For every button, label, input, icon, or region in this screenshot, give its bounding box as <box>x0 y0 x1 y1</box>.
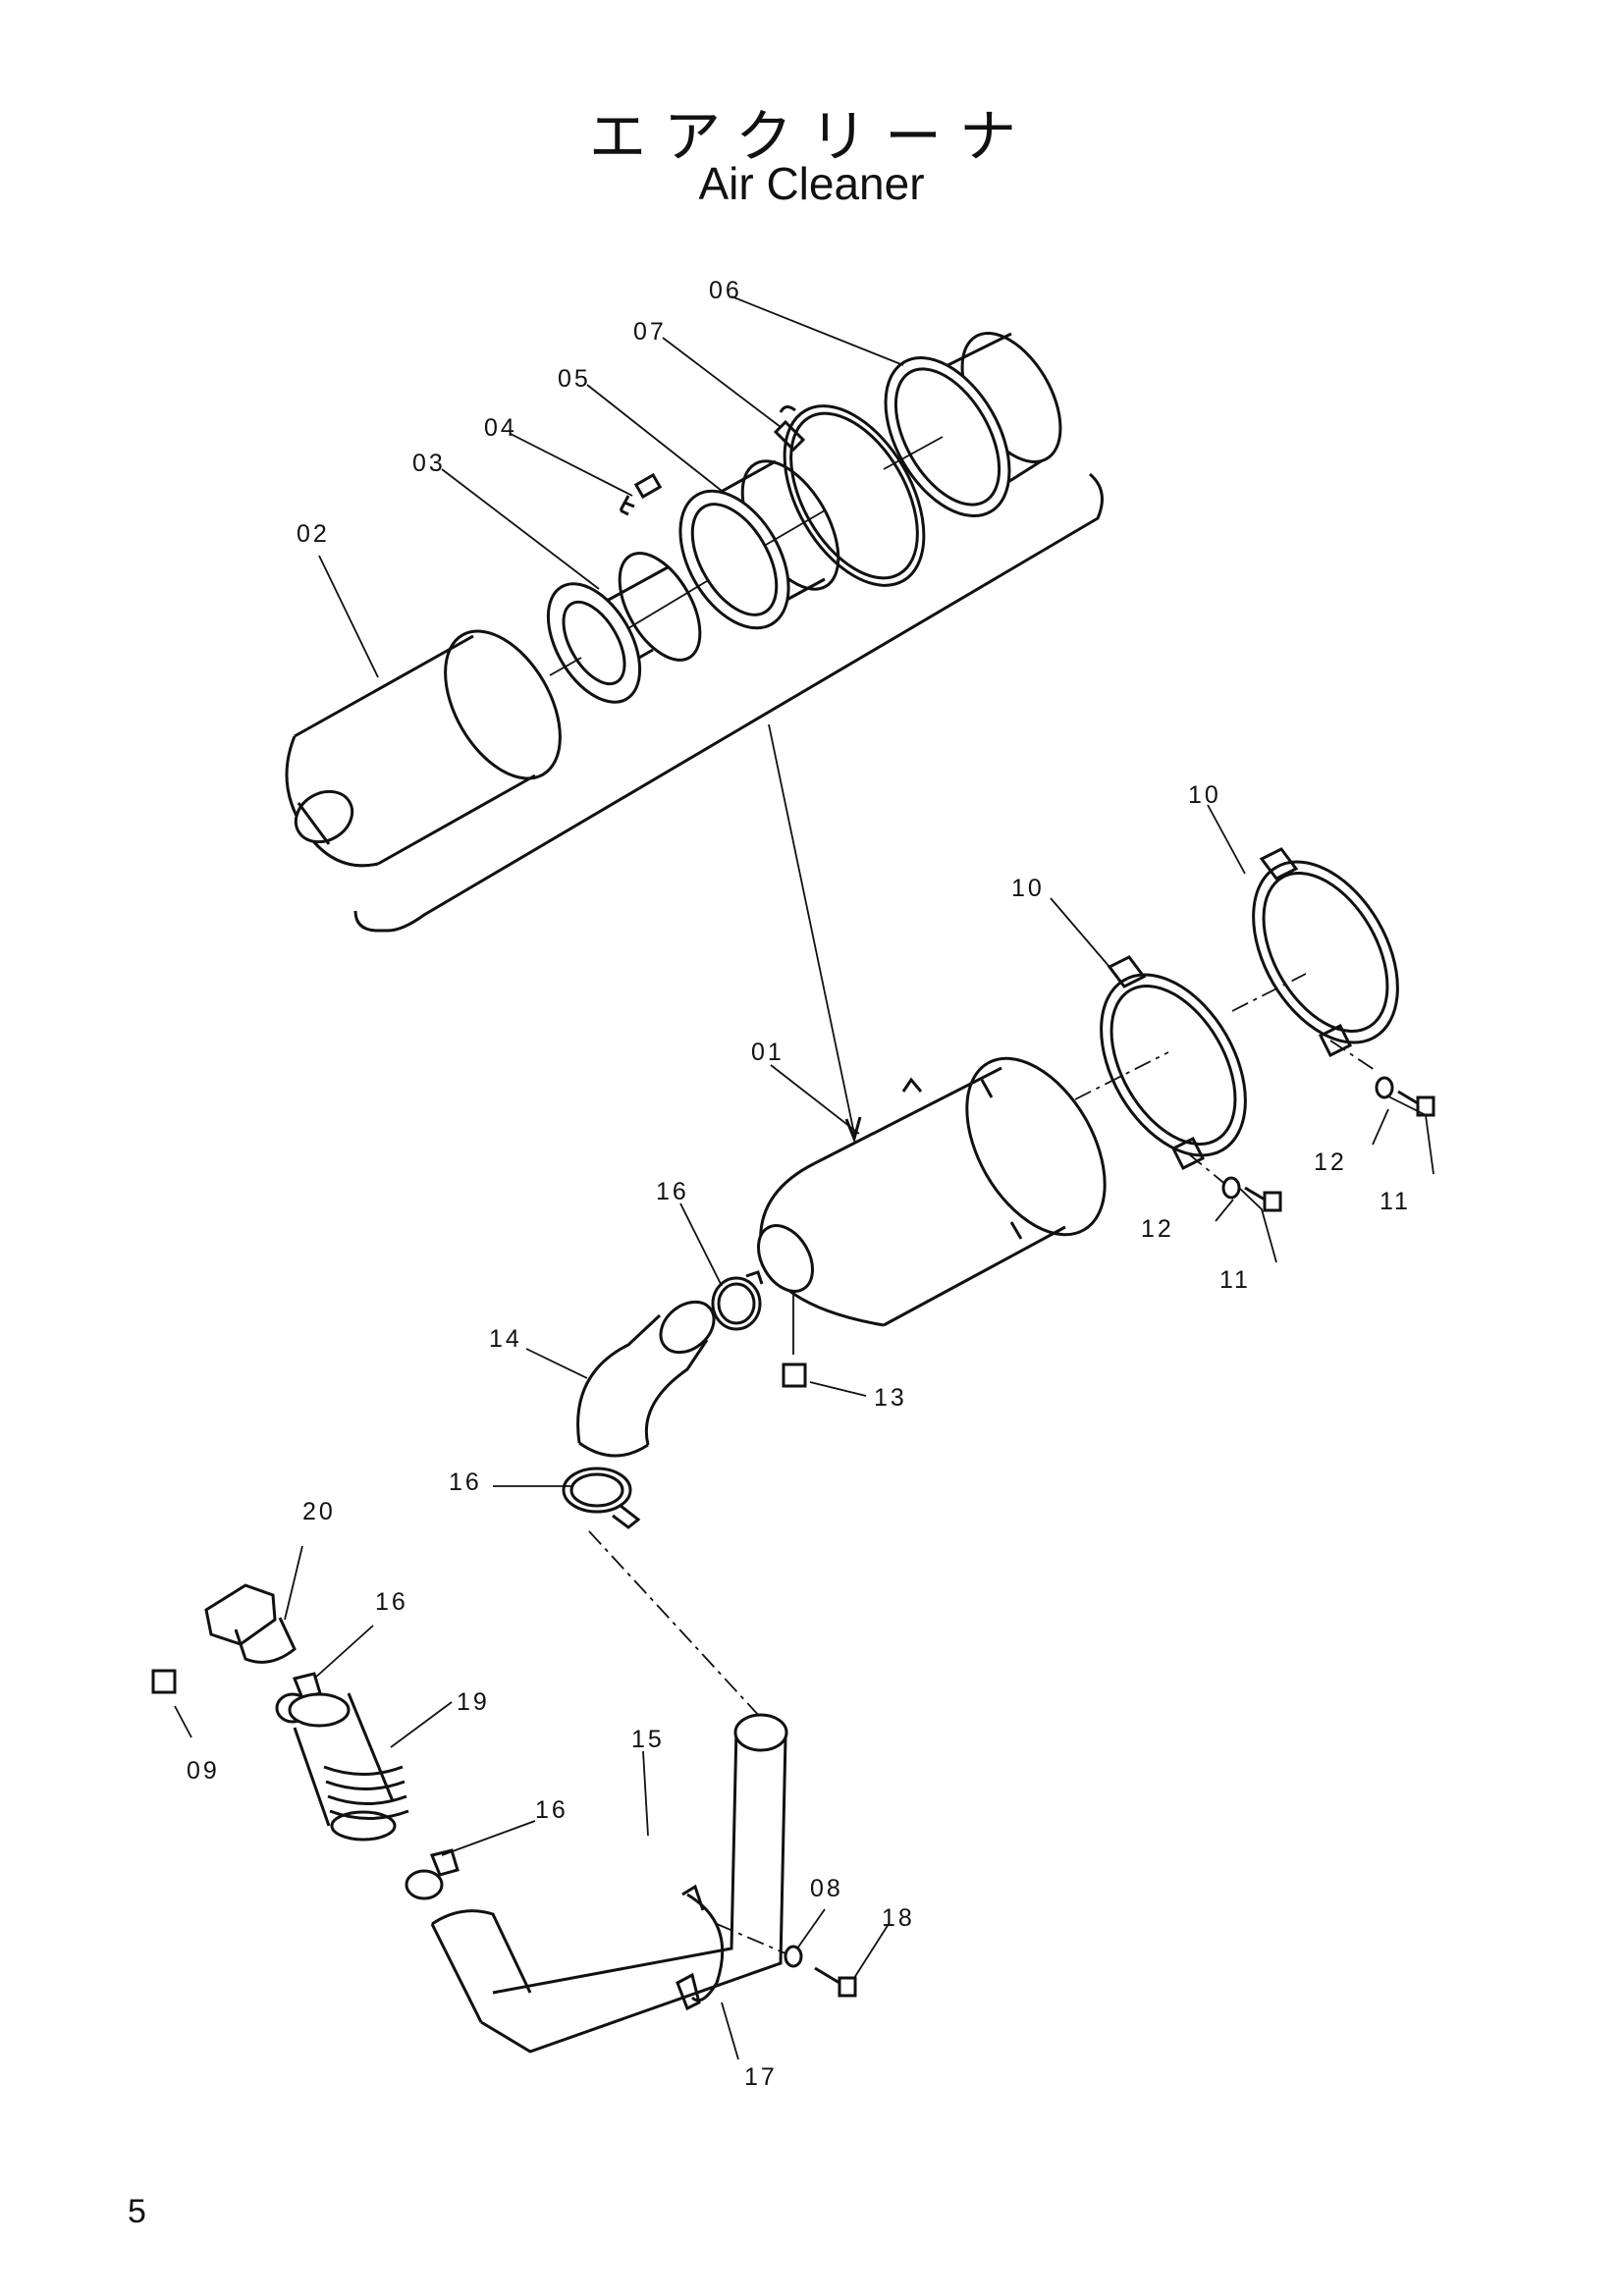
part-10-bracket-rear <box>1252 847 1399 1058</box>
callout-16-lower: 16 <box>535 1796 568 1824</box>
callout-15: 15 <box>631 1726 665 1753</box>
callout-10-front: 10 <box>1011 875 1045 902</box>
callout-13: 13 <box>874 1384 907 1412</box>
callout-18: 18 <box>882 1904 915 1932</box>
part-07-band-clamp <box>773 404 926 587</box>
callout-16-lower-left: 16 <box>375 1588 408 1616</box>
callout-10-rear: 10 <box>1188 781 1221 809</box>
callout-09: 09 <box>187 1757 220 1785</box>
callout-11-rear: 11 <box>1380 1188 1411 1215</box>
part-12-washer-front <box>1221 1176 1241 1200</box>
title-japanese: エアクリーナ <box>588 103 1035 170</box>
part-20-flange <box>204 1583 297 1664</box>
part-06-cap <box>884 332 1062 518</box>
part-16-clamp-lower <box>405 1848 460 1900</box>
callout-04: 04 <box>484 414 517 442</box>
part-03-inner-element <box>546 552 702 704</box>
callout-08: 08 <box>810 1875 843 1902</box>
callout-14: 14 <box>489 1325 522 1353</box>
callout-06: 06 <box>709 277 742 304</box>
part-05-ring <box>678 459 840 630</box>
callout-16-middle: 16 <box>449 1468 482 1496</box>
part-16-clamp-upper <box>711 1270 764 1331</box>
part-14-elbow-hose <box>576 1300 716 1458</box>
callout-03: 03 <box>412 450 446 477</box>
callout-12-rear: 12 <box>1314 1148 1347 1176</box>
part-01-housing <box>757 1056 1107 1355</box>
title-english: Air Cleaner <box>698 158 925 209</box>
callout-07: 07 <box>633 318 667 346</box>
part-08-washer <box>784 1945 803 1968</box>
callout-19: 19 <box>457 1688 490 1716</box>
part-15-pipe <box>430 1713 788 2054</box>
part-10-bracket-front <box>1100 955 1247 1171</box>
part-11-bolt-front <box>1244 1186 1282 1212</box>
page-number: 5 <box>128 2193 146 2230</box>
callout-01: 01 <box>751 1039 784 1066</box>
callout-17: 17 <box>744 2063 778 2091</box>
part-17-bracket <box>676 1884 725 2011</box>
callout-05: 05 <box>558 365 591 393</box>
callout-12-front: 12 <box>1141 1215 1174 1243</box>
callout-11-front: 11 <box>1219 1266 1251 1294</box>
callout-16-upper: 16 <box>656 1178 689 1205</box>
detail-frame <box>353 472 1104 933</box>
part-04-bolt <box>619 472 663 516</box>
part-02-filter-element <box>285 629 562 868</box>
part-12-washer-rear <box>1375 1076 1394 1099</box>
part-18-bolt <box>814 1966 857 1998</box>
part-13-nut <box>782 1362 807 1388</box>
part-09-plug <box>151 1669 177 1694</box>
callout-02: 02 <box>297 520 330 548</box>
callout-20: 20 <box>302 1498 336 1525</box>
leader-lines <box>174 295 1434 2060</box>
part-16-clamp-middle <box>562 1467 641 1529</box>
part-19-bellows-hose <box>288 1692 409 1842</box>
